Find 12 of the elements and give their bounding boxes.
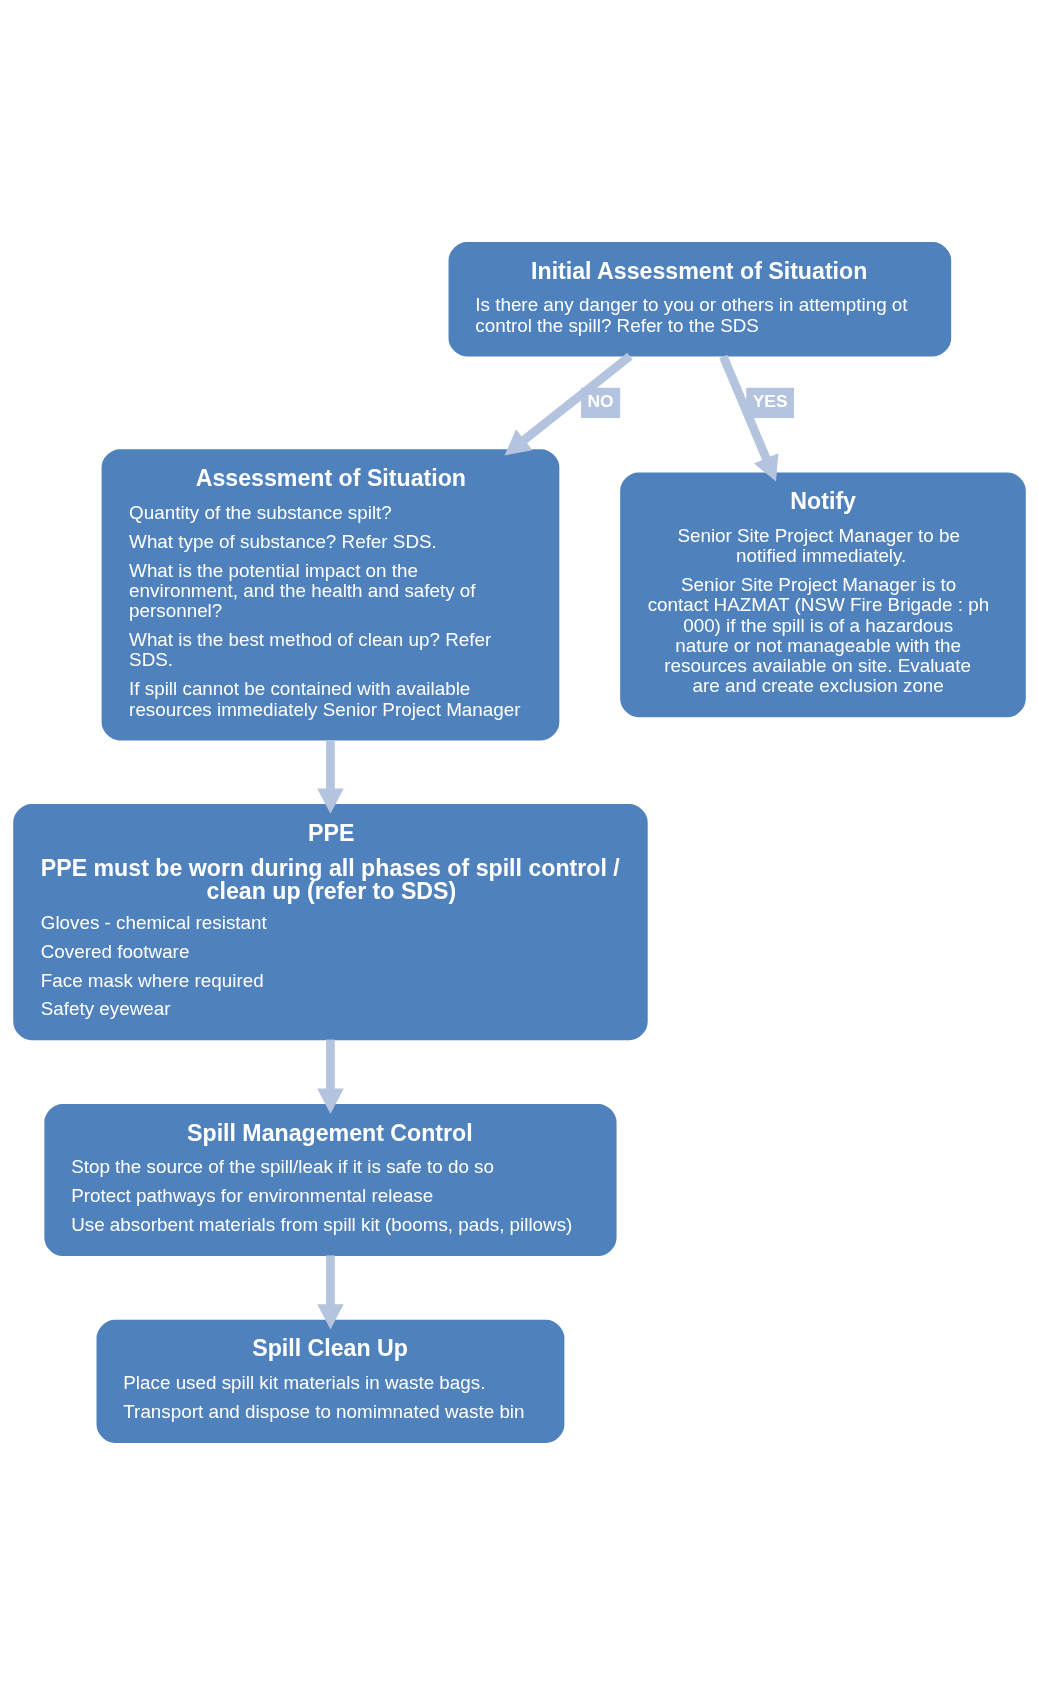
- arrow: [317, 739, 344, 814]
- node-box: Initial Assessment of Situation Is there any danger to you or others in attempting ot control the spill? Refer to the SDS: [448, 241, 952, 356]
- arrow: [317, 1254, 344, 1330]
- node-box: PPE PPE must be worn during all phases of spill control / clean up (refer to SDS) Gloves - chemical resistant Covered footware Face mask where required Safety eyewear: [13, 803, 648, 1040]
- node-box: Spill Clean Up Place used spill kit materials in waste bags. Transport and dispose to nomimnated waste bin: [96, 1319, 565, 1443]
- edge-label: NO: [587, 390, 614, 411]
- edge-label: YES: [752, 390, 788, 411]
- arrow: [719, 354, 779, 482]
- arrow: [317, 1039, 344, 1114]
- node-box: Spill Management Control Stop the source of the spill/leak if it is safe to do so Protect pathways for environmental release Use absorbent materials from spill kit (booms, pads, pillows): [44, 1103, 617, 1256]
- node-box: Notify Senior Site Project Manager to be notified immediately. Senior Site Project Manager is to contact HAZMAT (NSW Fire Brigade : ph 000) if the spill is of a hazardous nature or not manageable with the resources available on site. Evaluate are and create exclusion zone: [620, 471, 1026, 717]
- node-box: Assessment of Situation Quantity of the substance spilt? What type of substance? Refer SDS. What is the potential impact on the environment, and the health and safety of personnel? What is the best method of clean up? Refer SDS. If spill cannot be contained with available resources immediately Senior Project Manager: [101, 448, 560, 740]
